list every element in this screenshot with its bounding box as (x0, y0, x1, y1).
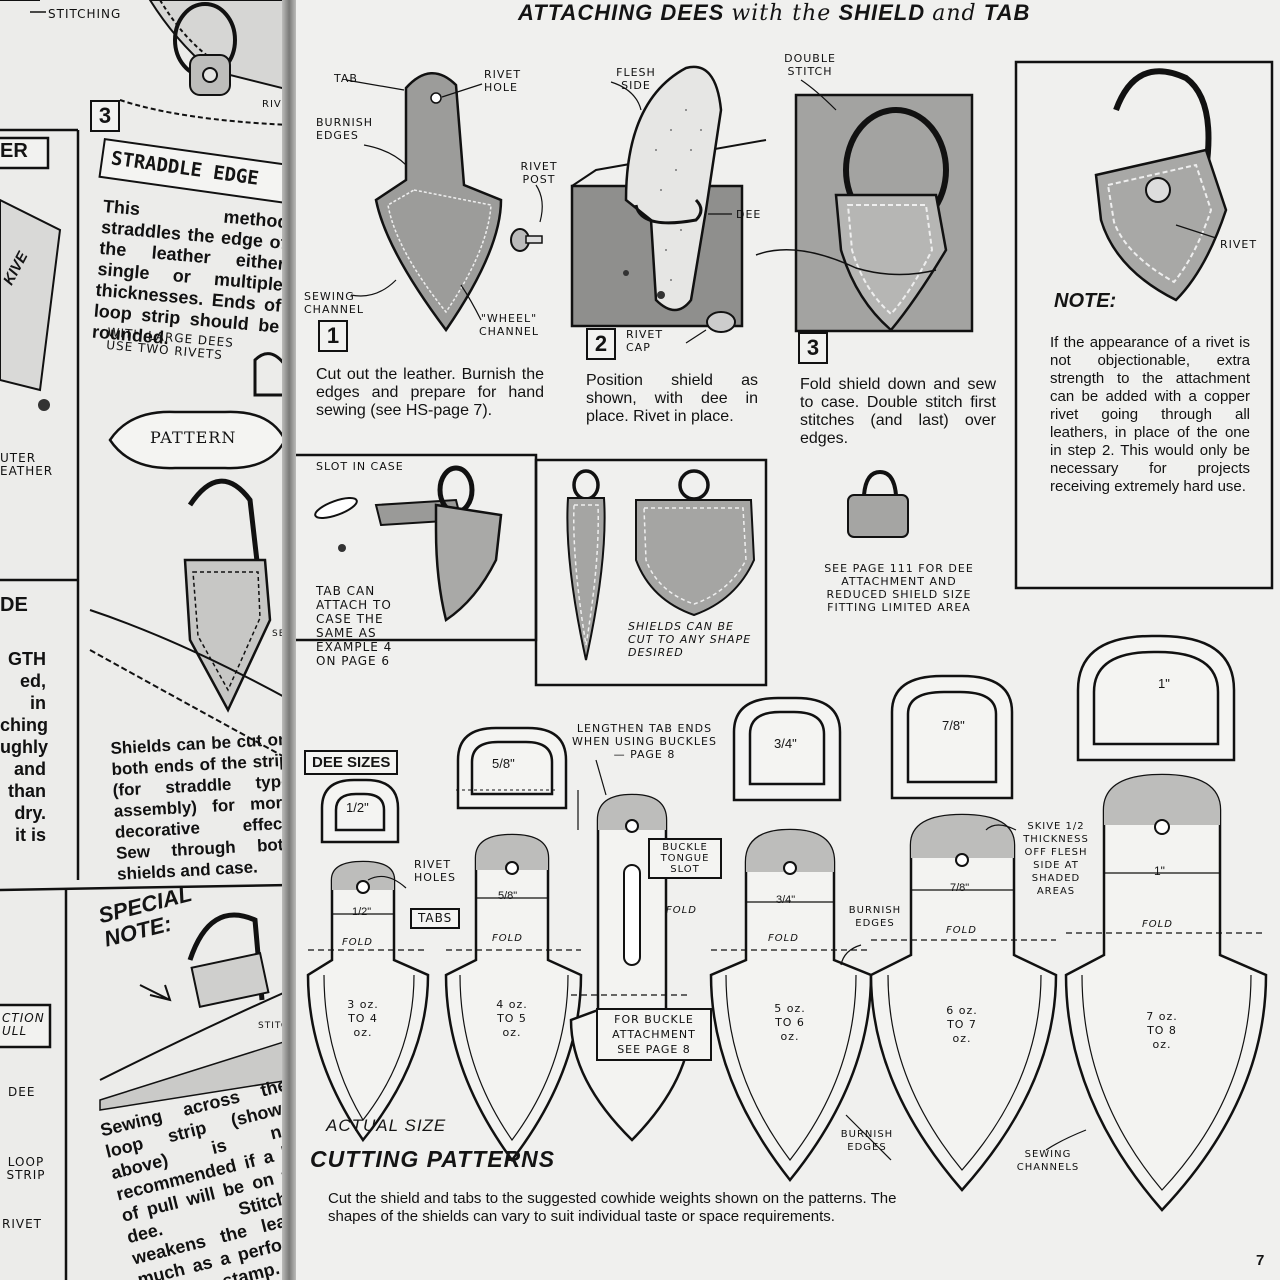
burnish-edges-label: BURNISH EDGES (316, 116, 373, 142)
ction-fragment: CTION ULL (2, 1011, 45, 1038)
fold-label-2: FOLD (492, 933, 523, 944)
fold-label-3: FOLD (666, 905, 697, 916)
step-1-number: 1 (318, 320, 348, 352)
lengthen-note: LENGTHEN TAB ENDS WHEN USING BUCKLES — P… (572, 722, 717, 761)
er-fragment: ER (0, 140, 28, 162)
slot-panel-text: TAB CAN ATTACH TO CASE THE SAME AS EXAMP… (316, 584, 393, 668)
pattern-weight-seven-eighths: 6 oz. TO 7 oz. (946, 1004, 978, 1045)
pattern-weight-one: 7 oz. TO 8 oz. (1146, 1010, 1178, 1051)
flesh-side-label: FLESH SIDE (616, 66, 656, 92)
fold-label-4: FOLD (768, 933, 799, 944)
header-part3: SHIELD (838, 0, 926, 25)
buckle-tongue-slot: BUCKLE TONGUE SLOT (648, 838, 722, 879)
burnish-edges-center: BURNISH EDGES (848, 905, 902, 929)
outer-leather-fragment: UTER EATHER (0, 451, 54, 478)
burnish-edges-bottom: BURNISH EDGES (840, 1129, 894, 1153)
footer-text: Cut the shield and tabs to the suggested… (328, 1190, 897, 1225)
note-text: If the appearance of a rivet is not obje… (1050, 334, 1250, 495)
dee-label-step2: DEE (736, 208, 762, 221)
pattern-width-seven-eighths: 7/8" (950, 882, 970, 894)
de-fragment: DE (0, 594, 28, 616)
note-rivet-label: RIVET (1220, 238, 1258, 251)
sew-label: SEW (272, 629, 290, 639)
tabs-label: TABS (410, 908, 461, 929)
rivet-hole-label: RIVET HOLE (484, 68, 522, 94)
dee-size-seven-eighths: 7/8" (942, 718, 965, 733)
left-page-drawings (0, 0, 290, 1280)
wheel-channel-label: "WHEEL" CHANNEL (478, 312, 539, 338)
rivet-label: RIVET (262, 99, 290, 110)
stitch-label: STITCH (258, 1021, 290, 1031)
right-page: ATTACHING DEES with the SHIELD and TAB T… (296, 0, 1280, 1280)
loop-strip-label: LOOP STRIP (6, 1155, 46, 1182)
tab-label: TAB (334, 72, 358, 85)
pattern-width-three-quarters: 3/4" (776, 894, 796, 906)
fold-label-6: FOLD (1142, 919, 1173, 930)
header-part2: with the (731, 1, 832, 26)
dee-sizes-title: DEE SIZES (304, 750, 399, 775)
rivet-label-2: RIVET (2, 1217, 42, 1231)
page-number: 7 (1256, 1252, 1265, 1269)
dee-size-three-quarters: 3/4" (774, 736, 797, 751)
rivet-holes-label: RIVET HOLES (414, 858, 456, 884)
pattern-width-one: 1" (1154, 864, 1165, 878)
pattern-weight-five-eighths: 4 oz. TO 5 oz. (496, 998, 528, 1039)
dee-size-five-eighths: 5/8" (492, 756, 515, 771)
fold-label-5: FOLD (946, 925, 977, 936)
dee-size-one: 1" (1158, 676, 1170, 691)
sewing-channel-label: SEWING CHANNEL (304, 290, 365, 316)
step-3-right-number: 3 (798, 332, 828, 364)
dee-label: DEE (8, 1085, 36, 1099)
pattern-width-half: 1/2" (352, 906, 372, 918)
pattern-weight-three-quarters: 5 oz. TO 6 oz. (774, 1002, 806, 1043)
rivet-cap-label: RIVET CAP (626, 328, 664, 354)
dee-size-half: 1/2" (346, 800, 369, 815)
book-gutter (282, 0, 298, 1280)
step-3-number: 3 (90, 100, 120, 132)
double-stitch-label: DOUBLE STITCH (784, 52, 836, 78)
pattern-width-five-eighths: 5/8" (498, 890, 518, 902)
cutting-patterns-title: CUTTING PATTERNS (310, 1146, 556, 1172)
step-3-text: Fold shield down and sew to case. Double… (800, 376, 996, 447)
actual-size-label: ACTUAL SIZE (326, 1116, 447, 1135)
pattern-label: PATTERN (150, 428, 237, 447)
page-header: ATTACHING DEES with the SHIELD and TAB (518, 0, 1030, 26)
right-page-drawings (296, 60, 1274, 1212)
sewing-channels-label: SEWING CHANNELS (1016, 1149, 1080, 1173)
small-dee-note: SEE PAGE 111 FOR DEE ATTACHMENT AND REDU… (824, 562, 974, 614)
left-page: STITCHING RIVET 3 ER STRADDLE EDGE This … (0, 0, 290, 1280)
shapes-panel-text: SHIELDS CAN BE CUT TO ANY SHAPE DESIRED (628, 620, 752, 659)
slot-in-case-label: SLOT IN CASE (316, 460, 404, 473)
header-part5: TAB (983, 0, 1031, 25)
header-part1: ATTACHING DEES (518, 0, 725, 25)
header-part4: and (932, 1, 977, 26)
step-2-number: 2 (586, 328, 616, 360)
note-title: NOTE: (1054, 290, 1117, 312)
stitching-label: STITCHING (48, 7, 122, 21)
skive-note: SKIVE 1/2 THICKNESS OFF FLESH SIDE AT SH… (1023, 821, 1089, 897)
buckle-attachment-note: FOR BUCKLE ATTACHMENT SEE PAGE 8 (596, 1008, 712, 1061)
straddle-shields-text: Shields can be cut on both ends of the s… (110, 729, 290, 884)
step-2-text: Position shield as shown, with dee in pl… (586, 372, 758, 425)
step-1-text: Cut out the leather. Burnish the edges a… (316, 366, 544, 419)
pattern-weight-half: 3 oz. TO 4 oz. (347, 998, 379, 1039)
fold-label-1: FOLD (342, 937, 373, 948)
length-fragment: GTH ed, in ching ughly and than dry. it … (0, 649, 48, 845)
rivet-post-label: RIVET POST (520, 160, 558, 186)
